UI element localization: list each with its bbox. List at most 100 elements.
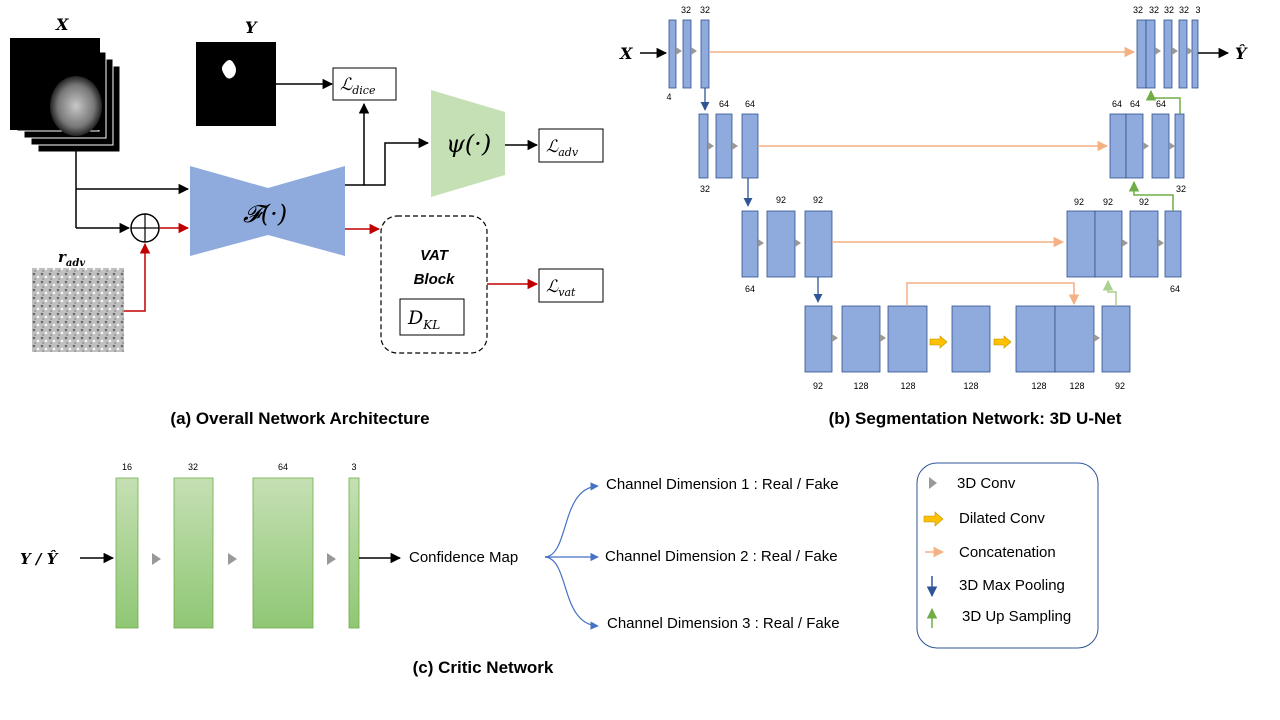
branch-arrow-1 [544, 482, 599, 558]
critic-shape [431, 90, 505, 197]
feature-map [741, 113, 759, 179]
legend-label: 3D Max Pooling [959, 577, 1065, 594]
ground-truth-mask [196, 42, 276, 126]
segmentation-network-shape [190, 166, 345, 256]
feature-map [698, 113, 709, 179]
r-adv-label: radv [58, 248, 85, 269]
critic-channel-count: 3 [351, 462, 356, 472]
caption-a: (a) Overall Network Architecture [170, 409, 429, 428]
channel-count: 128 [963, 381, 978, 391]
upsample-arrow-2 [1128, 180, 1174, 211]
confidence-map-label: Confidence Map [409, 549, 518, 566]
channel-count: 64 [745, 99, 755, 109]
feature-map [841, 305, 881, 373]
conv-triangle-icon [1158, 239, 1164, 247]
conv-triangle-icon [732, 142, 738, 150]
channel-count: 64 [1112, 99, 1122, 109]
legend-label: Dilated Conv [959, 510, 1045, 527]
channel-count: 32 [681, 5, 691, 15]
branch-arrow-3 [544, 556, 599, 630]
conv-triangle-icon [1143, 142, 1149, 150]
feature-map [1015, 305, 1056, 373]
channel-count: 92 [1103, 197, 1113, 207]
channel-count: 64 [1156, 99, 1166, 109]
feature-map [1101, 305, 1131, 373]
feature-map [741, 210, 759, 278]
feature-map [766, 210, 796, 278]
channel-count: 64 [745, 284, 755, 294]
channel-count: 92 [776, 195, 786, 205]
channel-count: 64 [719, 99, 729, 109]
dilated-conv-arrow-icon [993, 335, 1012, 349]
loss-adv-box [538, 128, 604, 163]
channel-count: 92 [813, 381, 823, 391]
conv-triangle-icon [758, 239, 764, 247]
channel-count: 128 [1031, 381, 1046, 391]
caption-c: (c) Critic Network [413, 658, 554, 677]
unet-output-label: Ŷ [1235, 43, 1248, 63]
legend-label: 3D Conv [957, 475, 1016, 492]
critic-channel-count: 64 [278, 462, 288, 472]
feature-map [668, 19, 677, 89]
legend-box [916, 462, 1099, 649]
channel-count: 92 [1115, 381, 1125, 391]
gray-triangle-icon [929, 477, 937, 489]
channel-count: 4 [666, 92, 671, 102]
legend: 3D Conv Dilated Conv Concatenation 3D Ma… [916, 462, 1099, 649]
mask-blob [222, 60, 236, 79]
channel-count: 32 [1179, 5, 1189, 15]
conv-triangle-icon [228, 553, 237, 565]
loss-vat-symbol: ℒvat [546, 277, 576, 299]
legend-label: 3D Up Sampling [962, 608, 1071, 625]
feature-map [1178, 19, 1188, 89]
feature-map [715, 113, 733, 179]
channel-count: 92 [813, 195, 823, 205]
feature-map [682, 19, 692, 89]
panel-c: Y / Ŷ 16 32 64 3 Confidence Map Channel … [20, 462, 840, 677]
conv-triangle-icon [152, 553, 161, 565]
conv-triangle-icon [327, 553, 336, 565]
arrow-encoder-to-dice [345, 102, 370, 186]
channel-count: 32 [1176, 184, 1186, 194]
critic-layer [115, 477, 139, 629]
feature-map [1151, 113, 1170, 179]
conv-triangle-icon [1169, 142, 1175, 150]
feature-map [700, 19, 710, 89]
conv-triangle-icon [795, 239, 801, 247]
feature-map [951, 305, 991, 373]
feature-map [1066, 210, 1096, 278]
channel-count: 32 [1133, 5, 1143, 15]
loss-vat-box [538, 268, 604, 303]
feature-map [1164, 210, 1182, 278]
upsample-arrow-1 [1145, 89, 1181, 114]
channel-count: 92 [1074, 197, 1084, 207]
loss-dice-symbol: ℒdice [340, 75, 376, 97]
channel-count: 128 [1069, 381, 1084, 391]
conv-triangle-icon [880, 334, 886, 342]
feature-map [1136, 19, 1147, 89]
panel-b-numbers: 32 32 4 64 64 32 92 92 64 92 128 128 128… [666, 5, 1200, 428]
upsample-arrow-3 [1102, 279, 1117, 306]
loss-adv-symbol: ℒadv [546, 137, 579, 159]
conv-triangle-icon [1187, 47, 1193, 55]
critic-layer [173, 477, 214, 629]
panel-a: X Y ℒdice radv 𝓕(·) [10, 15, 604, 428]
yellow-arrow-icon [923, 511, 944, 527]
channel-count: 64 [1130, 99, 1140, 109]
conv-triangle-icon [1094, 334, 1100, 342]
unet-input-label: X [619, 44, 633, 63]
feature-map [1125, 113, 1144, 179]
channel-count: 128 [853, 381, 868, 391]
critic-layer [348, 477, 360, 629]
feature-map [1191, 19, 1199, 89]
vat-block-subtitle: Block [414, 271, 456, 288]
dilated-conv-arrow-icon [929, 335, 948, 349]
perturbation-image [32, 268, 124, 352]
conv-triangle-icon [1172, 47, 1178, 55]
channel-count: 92 [1139, 197, 1149, 207]
channel-count: 32 [1149, 5, 1159, 15]
skip-connection-4 [906, 282, 1080, 306]
feature-map [804, 305, 833, 373]
